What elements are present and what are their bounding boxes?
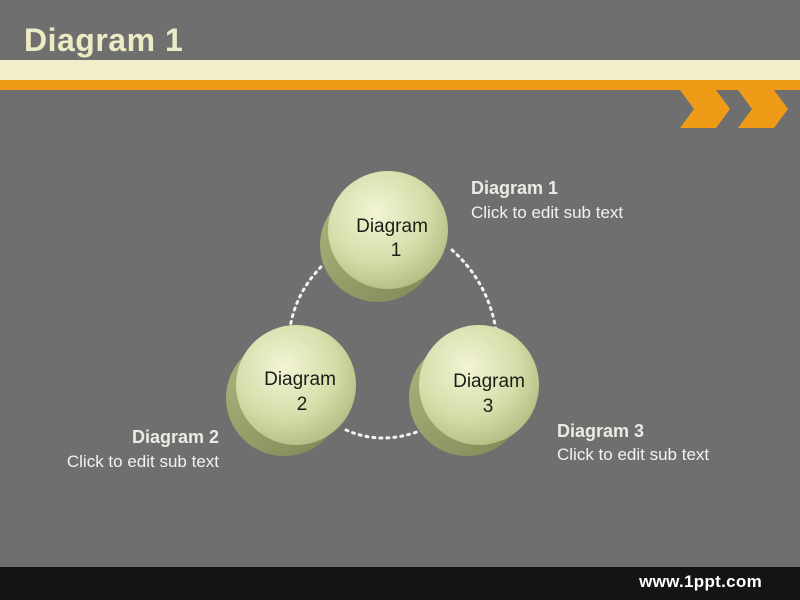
footer-url: www.1ppt.com <box>639 572 762 591</box>
node-2-label-line1: Diagram <box>264 369 336 390</box>
label-diagram-2-subtext[interactable]: Click to edit sub text <box>66 452 219 471</box>
label-diagram-3-subtext[interactable]: Click to edit sub text <box>557 445 710 464</box>
diagram-node-3[interactable]: Diagram 3 <box>409 325 539 456</box>
node-1-label-line1: Diagram <box>356 216 428 237</box>
slide-title[interactable]: Diagram 1 <box>24 22 184 58</box>
node-2-label-line2: 2 <box>297 394 308 415</box>
node-1-label-line2: 1 <box>391 240 402 261</box>
cream-header-band <box>0 60 800 80</box>
footer-bar: www.1ppt.com <box>0 567 800 600</box>
node-3-label-line2: 3 <box>483 396 494 417</box>
diagram-node-2[interactable]: Diagram 2 <box>226 325 356 456</box>
diagram-node-1[interactable]: Diagram 1 <box>320 171 448 302</box>
label-diagram-1-title[interactable]: Diagram 1 <box>471 178 559 198</box>
chevrons-decoration <box>680 90 788 128</box>
label-diagram-3-title[interactable]: Diagram 3 <box>557 421 645 441</box>
chevron-right-icon <box>738 90 788 128</box>
label-diagram-1-subtext[interactable]: Click to edit sub text <box>471 203 624 222</box>
connector-arc-1-3 <box>450 248 498 332</box>
connector-arc-2-3 <box>344 428 424 440</box>
orange-header-band <box>0 80 800 90</box>
label-diagram-2-title[interactable]: Diagram 2 <box>131 427 219 447</box>
chevron-right-icon <box>680 90 730 128</box>
connector-arc-1-2 <box>288 260 328 330</box>
node-3-label-line1: Diagram <box>453 371 525 392</box>
